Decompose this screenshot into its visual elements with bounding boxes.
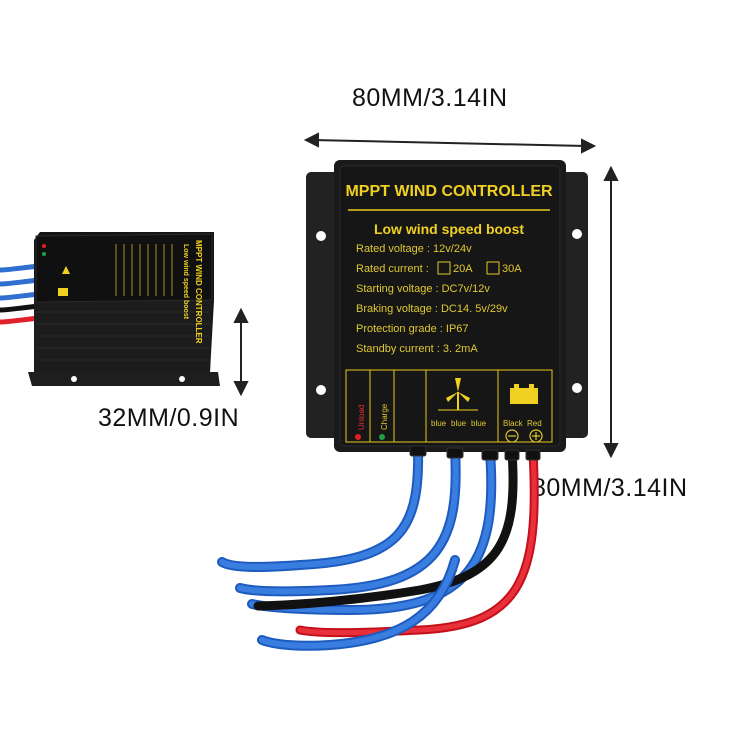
wire-labels: blue blue blue Black Red [431, 419, 542, 428]
spec-braking-voltage: Braking voltage : DC14. 5v/29v [356, 303, 508, 315]
spec-list: Rated voltage : 12v/24v Rated current : … [356, 243, 522, 355]
spec-standby-current: Standby current : 3. 2mA [356, 343, 478, 355]
wire-label-blue-2: blue [451, 419, 467, 428]
current-option-30a: 30A [502, 263, 522, 275]
side-spec-lines [115, 244, 173, 296]
wind-turbine-icon [438, 378, 478, 411]
charge-led [379, 434, 385, 440]
spec-starting-voltage: Starting voltage : DC7v/12v [356, 283, 490, 295]
front-panel-title: MPPT WIND CONTROLLER [345, 183, 553, 200]
wire-label-red: Red [527, 419, 542, 428]
plus-terminal-icon [529, 429, 543, 443]
height-dimension-label: 80MM/3.14IN [532, 474, 688, 502]
wire-label-black: Black [503, 419, 524, 428]
spec-rated-voltage: Rated voltage : 12v/24v [356, 243, 472, 255]
indicator-charge-label: Charge [380, 403, 389, 430]
height-arrow [603, 165, 619, 459]
spec-protection-grade: Protection grade : IP67 [356, 323, 469, 335]
width-dimension-label: 80MM/3.14IN [352, 84, 508, 112]
current-option-20a: 20A [453, 263, 473, 275]
spec-rated-current: Rated current : [356, 263, 429, 275]
current-checkbox-30a [486, 261, 500, 275]
wire-bundle [217, 443, 539, 651]
cable-glands [409, 445, 541, 461]
front-panel-subtitle: Low wind speed boost [374, 221, 524, 237]
unload-led [355, 434, 361, 440]
side-panel-title: MPPT WIND CONTROLLER [194, 240, 203, 344]
minus-terminal-icon [505, 429, 519, 443]
wire-label-blue-1: blue [431, 419, 447, 428]
side-panel-subtitle: Low wind speed boost [182, 244, 189, 320]
depth-arrow [233, 307, 249, 397]
depth-dimension-label: 32MM/0.9IN [98, 404, 240, 432]
current-checkbox-20a [437, 261, 451, 275]
indicator-unload-label: Unload [357, 405, 366, 430]
front-controller-housing [306, 160, 588, 452]
battery-icon [510, 384, 538, 404]
width-arrow [303, 132, 597, 154]
wire-label-blue-3: blue [471, 419, 487, 428]
